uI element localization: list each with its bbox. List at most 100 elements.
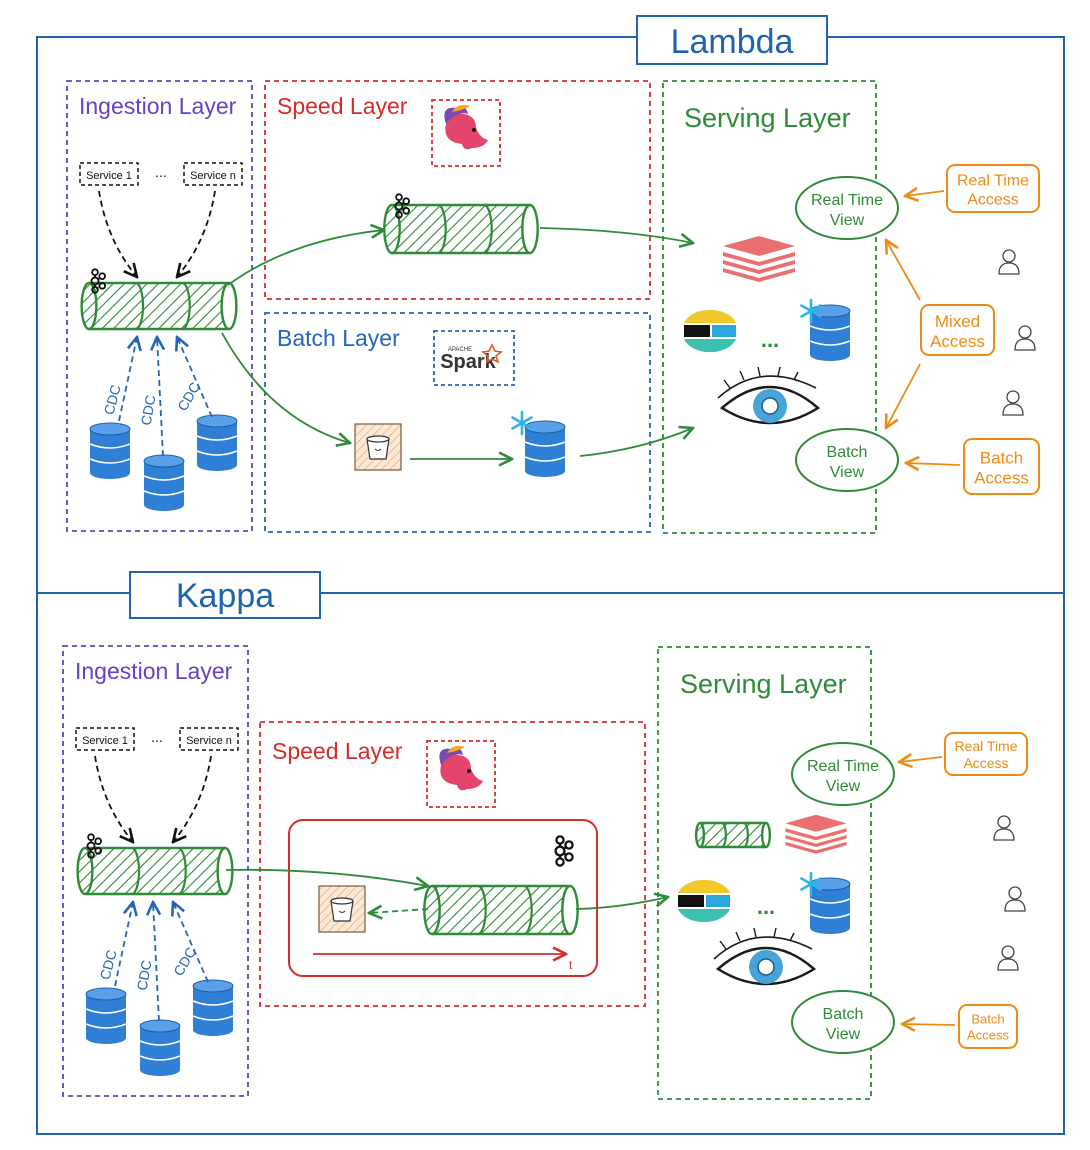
pipe-end-left [423,884,441,936]
lambda-source-db-1 [89,422,131,480]
kappa-stream-kafka-icon [554,835,574,867]
lambda-batch-view-label-1: Batch [827,444,868,461]
pipe-segment [182,281,191,331]
lambda-title: Lambda [671,23,794,61]
lambda-cassandra-icon [716,365,820,425]
lambda-service-n-arrow [177,190,216,277]
pipe-body [392,205,530,253]
kappa-ingest-to-stream-arrow [225,868,428,886]
lambda-service-n-box [183,162,243,186]
kappa-realtime-access [944,732,1028,776]
lambda-batch-to-serving-arrow [579,428,693,457]
kappa-realtime-view-label-2: View [826,778,861,795]
lambda-speed-pipe [383,203,539,255]
kappa-user-icon-3 [997,945,1019,971]
lambda-realtime-access-label-1: Real Time [957,173,1029,190]
kappa-frame [36,592,1065,1135]
lambda-cdc-label-1: CDC [101,383,124,416]
kappa-time-axis-label: t [569,958,573,972]
lambda-speed-to-serving-arrow [539,227,693,243]
kappa-realtime-access-arrow [899,757,943,762]
pipe-segment [178,846,187,896]
lambda-ingest-to-speed-arrow [227,230,384,286]
kappa-user-icon-1 [993,815,1015,841]
lambda-speed-layer [264,80,651,300]
lambda-source-db-3 [196,414,238,472]
kappa-realtime-access-label-1: Real Time [954,738,1017,754]
lambda-user-icon-1 [998,249,1020,275]
lambda-batch-access-label-2: Access [974,469,1029,488]
lambda-ingestion-layer [66,80,253,532]
kappa-ingestion-title: Ingestion Layer [75,658,233,684]
kappa-service-ellipsis: ... [151,729,163,745]
kappa-speed-title: Speed Layer [272,738,403,764]
lambda-realtime-access-label-2: Access [967,192,1019,209]
kappa-serving-title: Serving Layer [680,669,847,699]
lambda-cdc-label-3: CDC [174,379,203,413]
kappa-source-db-3 [192,979,234,1037]
pipe-end-right [216,846,234,896]
kappa-realtime-view-label-1: Real Time [807,758,879,775]
lambda-batch-view-label-2: View [830,464,865,481]
pipe-end-right [561,884,579,936]
kappa-cdc-label-3: CDC [170,944,199,978]
pipe-segment [437,203,447,255]
pipe-end-left [76,846,94,896]
kappa-title-tab [129,571,321,619]
kappa-realtime-view [791,742,895,806]
kappa-speed-layer [259,721,646,1007]
kappa-pipe-to-bucket-arrow [369,909,429,913]
kappa-batch-access-label-1: Batch [971,1012,1004,1027]
kappa-cdc-arrow-3 [173,902,209,983]
pipe-segment [483,203,493,255]
lambda-s3-bucket-icon [354,423,402,471]
kappa-service-1-label: Service 1 [82,735,128,747]
kappa-source-db-2 [139,1019,181,1077]
kappa-stream-pipe [423,884,579,936]
kappa-s3-bucket-icon [318,885,366,933]
kappa-service-1-arrow [94,755,133,842]
kappa-batch-access-label-2: Access [967,1028,1009,1043]
kappa-cdc-arrow-1 [114,902,133,987]
lambda-realtime-access-arrow [905,191,945,196]
lambda-mixed-access-label-1: Mixed [935,312,980,331]
lambda-realtime-view-label-1: Real Time [811,192,883,209]
pipe-segment [135,281,145,331]
kappa-layers-icon [785,814,847,854]
lambda-ingestion-pipe [80,281,238,331]
pipe-end-left [694,821,706,849]
lambda-batch-view [795,428,899,492]
kappa-service-1-box [75,727,135,751]
kappa-serving-ellipsis: ... [757,894,775,919]
kappa-batch-access [958,1004,1018,1049]
kappa-batch-view-label-2: View [826,1026,861,1043]
pipe-end-right [521,203,539,255]
pipe-body [432,886,570,934]
kappa-cdc-label-2: CDC [134,959,155,992]
kappa-batch-view [791,990,895,1054]
kappa-realtime-access-label-2: Access [963,755,1008,771]
kappa-service-n-box [179,727,239,751]
lambda-batch-layer [264,312,651,533]
spark-star-icon [481,343,503,364]
lambda-cdc-arrow-1 [118,337,137,422]
pipe-segment [743,821,749,849]
kappa-ingestion-pipe [76,846,234,896]
lambda-mixed-to-batch-arrow [886,363,921,428]
lambda-mixed-access [920,304,995,356]
pipe-body [700,823,766,847]
lambda-serving-title: Serving Layer [684,103,851,133]
pipe-end-left [80,281,98,331]
pipe-segment [721,821,727,849]
lambda-mixed-access-label-2: Access [930,332,985,351]
lambda-realtime-access [946,164,1040,213]
lambda-elastic-icon [684,309,736,353]
lambda-service-n-label: Service n [190,170,236,182]
lambda-mixed-to-realtime-arrow [886,240,921,301]
pipe-body [89,283,229,329]
kappa-service-n-arrow [173,755,212,842]
kappa-serving-pipe [694,821,772,849]
pipe-body [85,848,225,894]
kappa-stream-processor-box [288,819,598,977]
